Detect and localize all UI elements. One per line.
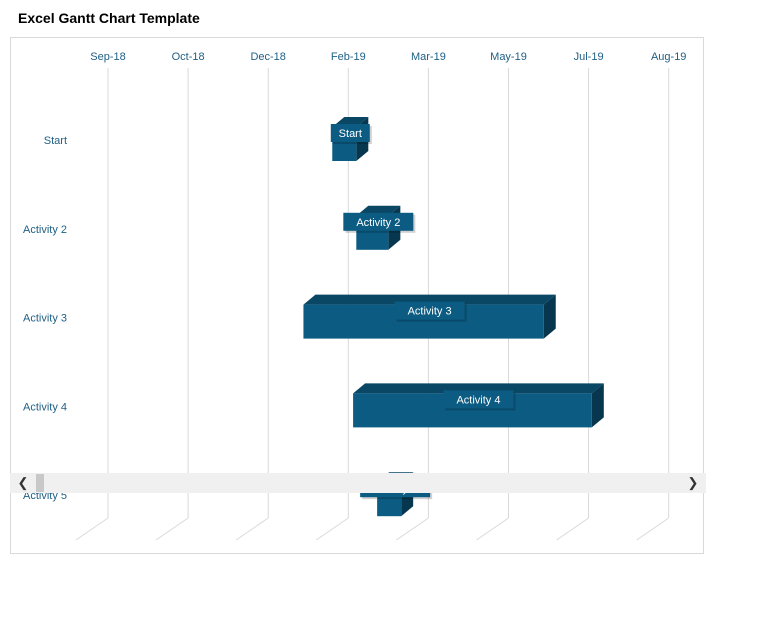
x-tick-label: Sep-18	[90, 51, 125, 63]
x-tick-label: May-19	[490, 51, 527, 63]
gridline-depth	[316, 517, 349, 541]
bar-label-box	[443, 390, 514, 409]
gridline-depth	[396, 517, 429, 541]
gridline-depth	[636, 517, 669, 541]
page-title: Excel Gantt Chart Template	[18, 10, 200, 26]
gridline-depth	[155, 517, 189, 541]
category-label: Activity 4	[23, 401, 67, 413]
bar-data-label: Activity 4	[456, 394, 500, 406]
category-label: Activity 3	[23, 313, 67, 325]
gridline-depth	[556, 517, 589, 541]
category-label: Activity 5	[23, 490, 67, 502]
gridline-depth	[476, 517, 509, 541]
x-tick-label: Dec-18	[250, 51, 285, 63]
gantt-chart: Sep-18 Oct-18 Dec-18 Feb-19 Mar-19 May-19 Jul-…	[23, 51, 686, 541]
scroll-left-arrow-icon[interactable]: ❮	[17, 475, 29, 490]
x-tick-label: Feb-19	[331, 51, 366, 63]
x-tick-label: Mar-19	[411, 51, 446, 63]
bar-data-label: Activity 2	[356, 217, 400, 229]
bar-data-label: Start	[339, 128, 362, 140]
x-tick-label: Aug-19	[651, 51, 686, 63]
x-tick-label: Oct-18	[172, 51, 205, 63]
x-tick-label: Jul-19	[574, 51, 604, 63]
category-label: Start	[44, 135, 67, 147]
gantt-bar-top	[353, 383, 604, 394]
category-label: Activity 2	[23, 224, 67, 236]
bar-label-box	[394, 301, 465, 320]
bar-label-box	[343, 212, 414, 231]
gridline-depth	[235, 517, 269, 541]
scroll-thumb[interactable]	[36, 474, 44, 492]
gridline-depth	[75, 517, 109, 541]
gantt-bar	[353, 383, 604, 428]
gantt-bar-side	[543, 294, 556, 339]
scroll-right-arrow-icon[interactable]: ❯	[687, 475, 699, 490]
bar-label-box	[330, 124, 370, 142]
gantt-chart-area: Sep-18 Oct-18 Dec-18 Feb-19 Mar-19 May-19 Jul-…	[10, 37, 704, 554]
horizontal-scrollbar[interactable]: ❮ ❯	[10, 473, 706, 493]
gantt-bar-top	[303, 294, 556, 305]
bar-data-label: Activity 3	[408, 306, 452, 318]
gantt-bar-side	[591, 383, 604, 428]
